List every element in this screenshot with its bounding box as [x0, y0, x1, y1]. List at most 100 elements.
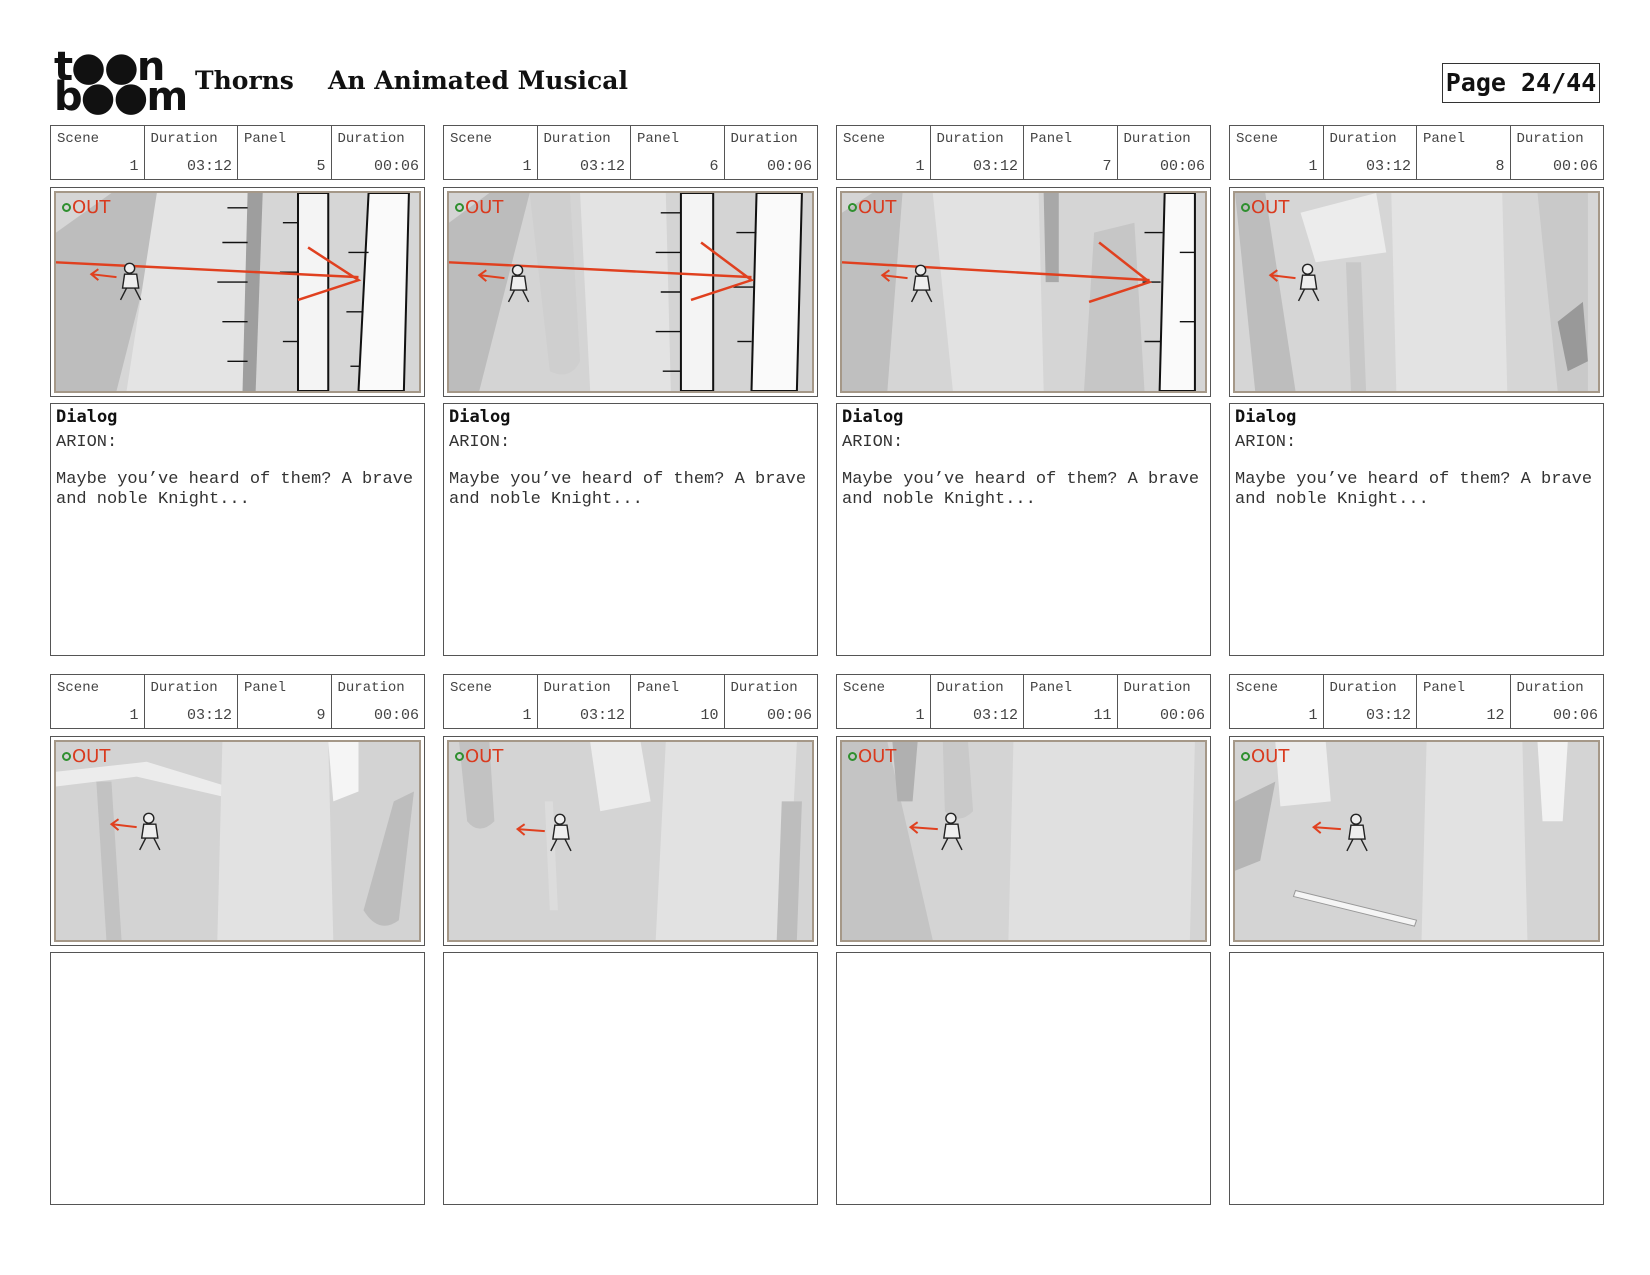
dialog-speaker: ARION: [1235, 433, 1297, 452]
duration-label: Duration [337, 131, 405, 147]
panel-label: Panel [1030, 131, 1073, 147]
panel-image: OUT [54, 191, 421, 393]
out-marker: OUT [62, 197, 110, 218]
duration-label: Duration [337, 680, 405, 696]
panel-image: OUT [1233, 740, 1600, 942]
panel-image: OUT [840, 191, 1207, 393]
out-marker: OUT [62, 746, 110, 767]
out-label: OUT [858, 746, 897, 767]
out-dot-icon [1241, 203, 1250, 212]
duration-label: Duration [150, 680, 218, 696]
panel-label: Panel [637, 131, 680, 147]
out-dot-icon [455, 203, 464, 212]
logo-top-text: t●●n [54, 44, 165, 90]
scene-label: Scene [450, 131, 493, 147]
panel-frame: OUT [1229, 187, 1604, 397]
panel-duration-cell: Duration 00:06 [725, 675, 818, 728]
out-marker: OUT [455, 746, 503, 767]
out-dot-icon [62, 752, 71, 761]
panel-label: Panel [1030, 680, 1073, 696]
scene-number: 1 [1308, 707, 1318, 724]
panel-number: 11 [1093, 707, 1112, 724]
project-title: Thorns [195, 66, 294, 95]
out-dot-icon [848, 752, 857, 761]
duration-label: Duration [936, 131, 1004, 147]
panel-duration: 00:06 [373, 707, 419, 724]
scene-label: Scene [843, 680, 886, 696]
dialog-box: Dialog ARION: Maybe you’ve heard of them… [836, 403, 1211, 656]
scene-drawing [842, 742, 1205, 940]
dialog-heading: Dialog [56, 407, 118, 427]
scene-number: 1 [1308, 158, 1318, 175]
scene-drawing [449, 742, 812, 940]
duration-label: Duration [1516, 131, 1584, 147]
out-label: OUT [858, 197, 897, 218]
panel-duration-cell: Duration 00:06 [725, 126, 818, 179]
panel-duration-cell: Duration 00:06 [332, 675, 425, 728]
out-label: OUT [72, 197, 111, 218]
panel-duration-cell: Duration 00:06 [1511, 126, 1604, 179]
panel-cell: Panel 6 [631, 126, 725, 179]
panel-number: 8 [1495, 158, 1505, 175]
duration-label: Duration [730, 680, 798, 696]
out-marker: OUT [1241, 746, 1289, 767]
scene-duration: 03:12 [186, 707, 232, 724]
panel-duration: 00:06 [766, 707, 812, 724]
panel-duration: 00:06 [766, 158, 812, 175]
dialog-heading: Dialog [1235, 407, 1297, 427]
scene-drawing [449, 193, 812, 391]
panel-frame: OUT [1229, 736, 1604, 946]
panel-frame: OUT [836, 736, 1211, 946]
out-marker: OUT [1241, 197, 1289, 218]
panel-label: Panel [637, 680, 680, 696]
scene-duration: 03:12 [972, 158, 1018, 175]
panel-number: 9 [316, 707, 326, 724]
duration-label: Duration [730, 131, 798, 147]
scene-number: 1 [915, 158, 925, 175]
duration-label: Duration [543, 131, 611, 147]
out-label: OUT [465, 746, 504, 767]
panel-duration: 00:06 [1552, 158, 1598, 175]
logo-bottom-text: b●●m [54, 74, 188, 120]
panel-number: 6 [709, 158, 719, 175]
out-dot-icon [848, 203, 857, 212]
dialog-speaker: ARION: [842, 433, 904, 452]
scene-duration: 03:12 [579, 158, 625, 175]
project-subtitle: An Animated Musical [328, 66, 628, 95]
out-label: OUT [72, 746, 111, 767]
out-dot-icon [455, 752, 464, 761]
panel-frame: OUT [50, 736, 425, 946]
panel-number: 5 [316, 158, 326, 175]
scene-drawing [1235, 742, 1598, 940]
out-dot-icon [62, 203, 71, 212]
scene-drawing [56, 742, 419, 940]
dialog-speaker: ARION: [56, 433, 118, 452]
panel-frame: OUT [443, 187, 818, 397]
